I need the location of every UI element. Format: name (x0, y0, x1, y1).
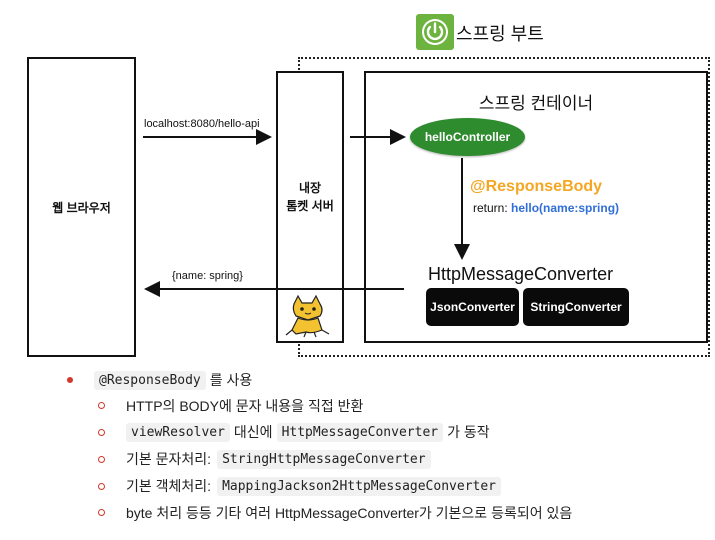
bullet-sub-5-text: byte 처리 등등 기타 여러 HttpMessageConverter가 기… (126, 505, 573, 521)
response-body-annotation: @ResponseBody (470, 178, 603, 195)
return-prefix: return: (473, 201, 512, 215)
bullet-circle-icon (98, 402, 105, 409)
bullet-circle-icon (98, 483, 105, 490)
web-browser-box: 웹 브라우저 (27, 57, 136, 357)
return-text: return: hello(name:spring) (473, 201, 619, 215)
bullet-red-dot-icon (67, 377, 73, 383)
tomcat-label-line2: 톰켓 서버 (286, 199, 334, 213)
bullet-main-text: 를 사용 (209, 372, 253, 388)
bullet-sub-2-code2: HttpMessageConverter (276, 422, 444, 442)
bullet-sub-2: viewResolver 대신에 HttpMessageConverter 가 … (60, 422, 494, 442)
spring-container-title: 스프링 컨테이너 (478, 94, 594, 113)
string-converter-label: StringConverter (530, 300, 622, 314)
bullet-sub-2-end: 가 동작 (447, 424, 490, 440)
spring-logo-icon (416, 14, 454, 50)
request-url-label: localhost:8080/hello-api (144, 118, 260, 130)
bullet-sub-3-text: 기본 문자처리: (126, 451, 212, 467)
json-converter-label: JsonConverter (430, 300, 515, 314)
web-browser-label: 웹 브라우저 (52, 200, 111, 215)
bullet-sub-3-code: StringHttpMessageConverter (217, 449, 431, 469)
bullet-sub-4-text: 기본 객체처리: (126, 478, 212, 494)
bullet-circle-icon (98, 429, 105, 436)
bullet-sub-4: 기본 객체처리: MappingJackson2HttpMessageConve… (60, 476, 501, 496)
bullet-main-code: @ResponseBody (94, 370, 206, 390)
tomcat-label: 내장 톰켓 서버 (278, 179, 342, 215)
json-converter-box: JsonConverter (426, 288, 519, 326)
bullet-sub-4-code: MappingJackson2HttpMessageConverter (217, 476, 501, 496)
bullet-sub-2-mid: 대신에 (233, 424, 273, 440)
string-converter-box: StringConverter (523, 288, 629, 326)
bullet-circle-icon (98, 456, 105, 463)
http-message-converter-title: HttpMessageConverter (428, 264, 614, 284)
bullet-main: @ResponseBody 를 사용 (60, 370, 256, 390)
return-value: hello(name:spring) (511, 201, 620, 215)
spring-boot-title: 스프링 부트 (456, 24, 544, 44)
tomcat-icon (282, 294, 334, 338)
hello-controller-node: helloController (410, 118, 525, 156)
bullet-sub-2-code1: viewResolver (126, 422, 230, 442)
bullet-sub-5: byte 처리 등등 기타 여러 HttpMessageConverter가 기… (60, 503, 572, 523)
tomcat-label-line1: 내장 (298, 181, 322, 195)
bullet-sub-3: 기본 문자처리: StringHttpMessageConverter (60, 449, 431, 469)
bullet-circle-icon (98, 509, 105, 516)
bullet-sub-1: HTTP의 BODY에 문자 내용을 직접 반환 (60, 396, 363, 416)
bullet-sub-1-text: HTTP의 BODY에 문자 내용을 직접 반환 (126, 398, 364, 414)
hello-controller-label: helloController (424, 130, 511, 144)
response-json-label: {name: spring} (172, 270, 243, 282)
